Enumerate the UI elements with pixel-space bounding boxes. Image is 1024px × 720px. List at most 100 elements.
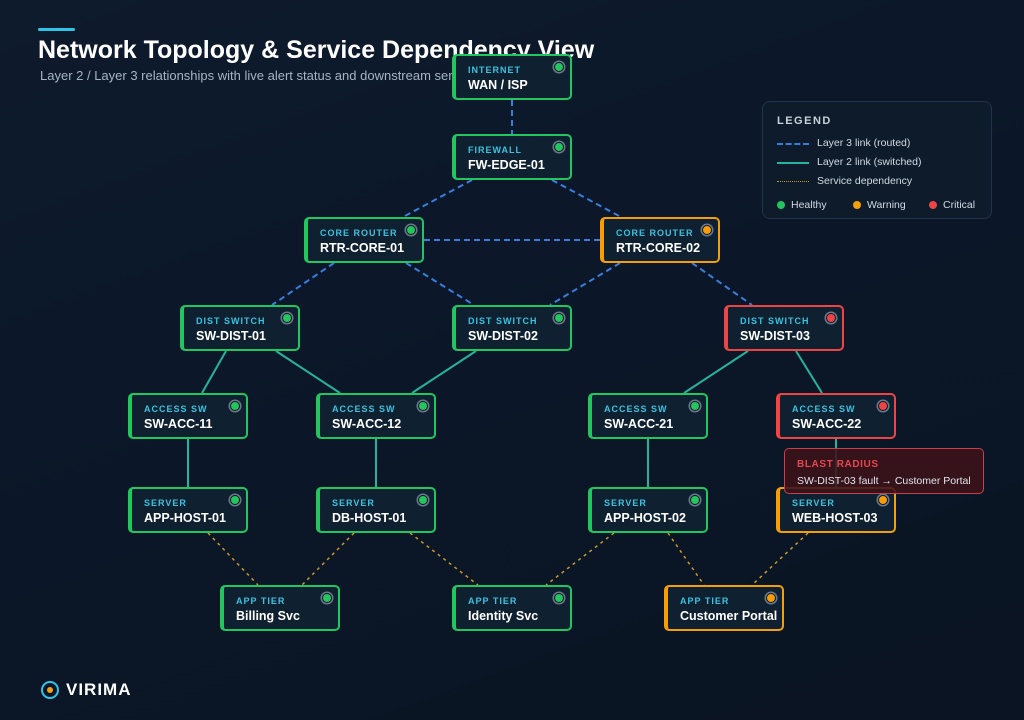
healthy-dot-icon — [777, 201, 785, 209]
node-internet[interactable]: INTERNET WAN / ISP — [452, 54, 572, 100]
node-identity-svc[interactable]: APP TIER Identity Svc — [452, 585, 572, 631]
node-type-label: DIST SWITCH — [196, 316, 266, 326]
l2-link-dist1-acc12 — [275, 350, 341, 394]
callout-text: SW-DIST-03 fault → Customer Portal — [797, 475, 971, 487]
node-sw-dist-02[interactable]: DIST SWITCH SW-DIST-02 — [452, 305, 572, 351]
blast-radius-callout: BLAST RADIUS SW-DIST-03 fault → Customer… — [784, 448, 984, 494]
critical-dot-icon — [929, 201, 937, 209]
callout-title: BLAST RADIUS — [797, 459, 879, 470]
status-dot-icon — [418, 401, 428, 411]
node-type-label: SERVER — [604, 498, 647, 508]
legend-label: Warning — [867, 199, 906, 211]
status-dot-icon — [554, 62, 564, 72]
node-sw-dist-01[interactable]: DIST SWITCH SW-DIST-01 — [180, 305, 300, 351]
status-dot-icon — [878, 495, 888, 505]
node-name: WEB-HOST-03 — [792, 511, 878, 525]
status-dot-icon — [282, 313, 292, 323]
status-dot-icon — [406, 225, 416, 235]
l2-link-dist1-acc11 — [201, 350, 227, 394]
node-type-label: SERVER — [144, 498, 187, 508]
brand-name: VIRIMA — [66, 680, 132, 699]
node-name: Identity Svc — [468, 609, 539, 623]
status-dot-icon — [230, 495, 240, 505]
l3-link-fw-core2 — [551, 179, 622, 218]
node-rtr-core-02[interactable]: CORE ROUTER RTR-CORE-02 — [600, 217, 720, 263]
node-type-label: DIST SWITCH — [740, 316, 810, 326]
l3-link-core2-dist3 — [691, 262, 753, 306]
status-dot-icon — [554, 313, 564, 323]
node-type-label: ACCESS SW — [332, 404, 396, 414]
node-sw-acc-21[interactable]: ACCESS SW SW-ACC-21 — [588, 393, 708, 439]
page-subtitle: Layer 2 / Layer 3 relationships with liv… — [40, 68, 462, 83]
node-type-label: ACCESS SW — [604, 404, 668, 414]
node-app-host-01[interactable]: SERVER APP-HOST-01 — [128, 487, 248, 533]
dotted-line-icon — [777, 181, 809, 182]
node-type-label: ACCESS SW — [792, 404, 856, 414]
node-app-host-02[interactable]: SERVER APP-HOST-02 — [588, 487, 708, 533]
node-type-label: INTERNET — [468, 65, 521, 75]
l2-link-dist3-acc22 — [795, 350, 823, 394]
node-db-host-01[interactable]: SERVER DB-HOST-01 — [316, 487, 436, 533]
node-type-label: ACCESS SW — [144, 404, 208, 414]
node-type-label: APP TIER — [680, 596, 730, 606]
node-name: SW-ACC-12 — [332, 417, 402, 431]
node-name: Billing Svc — [236, 609, 300, 623]
legend-label: Layer 3 link (routed) — [817, 137, 911, 149]
status-dot-icon — [690, 495, 700, 505]
dep-web3-portal — [751, 532, 809, 586]
legend-label: Healthy — [791, 199, 827, 211]
legend-label: Critical — [943, 199, 976, 211]
node-name: SW-ACC-11 — [144, 417, 213, 431]
status-dot-icon — [554, 142, 564, 152]
node-type-label: DIST SWITCH — [468, 316, 538, 326]
node-name: SW-DIST-02 — [468, 329, 538, 343]
node-name: SW-ACC-22 — [792, 417, 862, 431]
node-name: DB-HOST-01 — [332, 511, 407, 525]
virima-logo-icon — [41, 681, 59, 699]
dashed-line-icon — [777, 143, 809, 145]
status-dot-icon — [418, 495, 428, 505]
solid-line-icon — [777, 162, 809, 164]
node-customer-portal[interactable]: APP TIER Customer Portal — [664, 585, 784, 631]
status-dot-icon — [826, 313, 836, 323]
node-type-label: FIREWALL — [468, 145, 522, 155]
node-name: APP-HOST-02 — [604, 511, 686, 525]
legend-label: Service dependency — [817, 175, 913, 187]
l3-link-fw-core1 — [402, 179, 473, 218]
node-name: SW-DIST-03 — [740, 329, 810, 343]
dep-db1-billing — [301, 532, 355, 586]
dep-db1-identity — [409, 532, 479, 586]
status-dot-icon — [702, 225, 712, 235]
node-name: RTR-CORE-02 — [616, 241, 701, 255]
status-dot-icon — [322, 593, 332, 603]
title-accent-bar — [38, 28, 75, 31]
node-sw-dist-03[interactable]: DIST SWITCH SW-DIST-03 — [724, 305, 844, 351]
node-rtr-core-01[interactable]: CORE ROUTER RTR-CORE-01 — [304, 217, 424, 263]
legend-label: Layer 2 link (switched) — [817, 156, 922, 168]
l3-link-core2-dist2 — [549, 262, 621, 306]
legend-panel: LEGEND Layer 3 link (routed) Layer 2 lin… — [762, 101, 992, 219]
node-name: APP-HOST-01 — [144, 511, 226, 525]
node-type-label: SERVER — [792, 498, 835, 508]
node-sw-acc-22[interactable]: ACCESS SW SW-ACC-22 — [776, 393, 896, 439]
l2-link-dist2-acc12 — [411, 350, 477, 394]
node-type-label: APP TIER — [236, 596, 286, 606]
legend-title: LEGEND — [777, 115, 832, 127]
dep-app2-identity — [545, 532, 615, 586]
warning-dot-icon — [853, 201, 861, 209]
node-name: WAN / ISP — [468, 78, 528, 92]
node-name: FW-EDGE-01 — [468, 158, 545, 172]
status-dot-icon — [766, 593, 776, 603]
l3-link-core1-dist2 — [405, 262, 475, 306]
node-type-label: SERVER — [332, 498, 375, 508]
node-name: Customer Portal — [680, 609, 778, 623]
node-fw-edge-01[interactable]: FIREWALL FW-EDGE-01 — [452, 134, 572, 180]
l3-link-core1-dist1 — [271, 262, 335, 306]
status-dot-icon — [878, 401, 888, 411]
status-dot-icon — [690, 401, 700, 411]
node-sw-acc-11[interactable]: ACCESS SW SW-ACC-11 — [128, 393, 248, 439]
l2-link-dist3-acc21 — [683, 350, 749, 394]
node-sw-acc-12[interactable]: ACCESS SW SW-ACC-12 — [316, 393, 436, 439]
dep-app1-billing — [207, 532, 259, 586]
node-billing-svc[interactable]: APP TIER Billing Svc — [220, 585, 340, 631]
